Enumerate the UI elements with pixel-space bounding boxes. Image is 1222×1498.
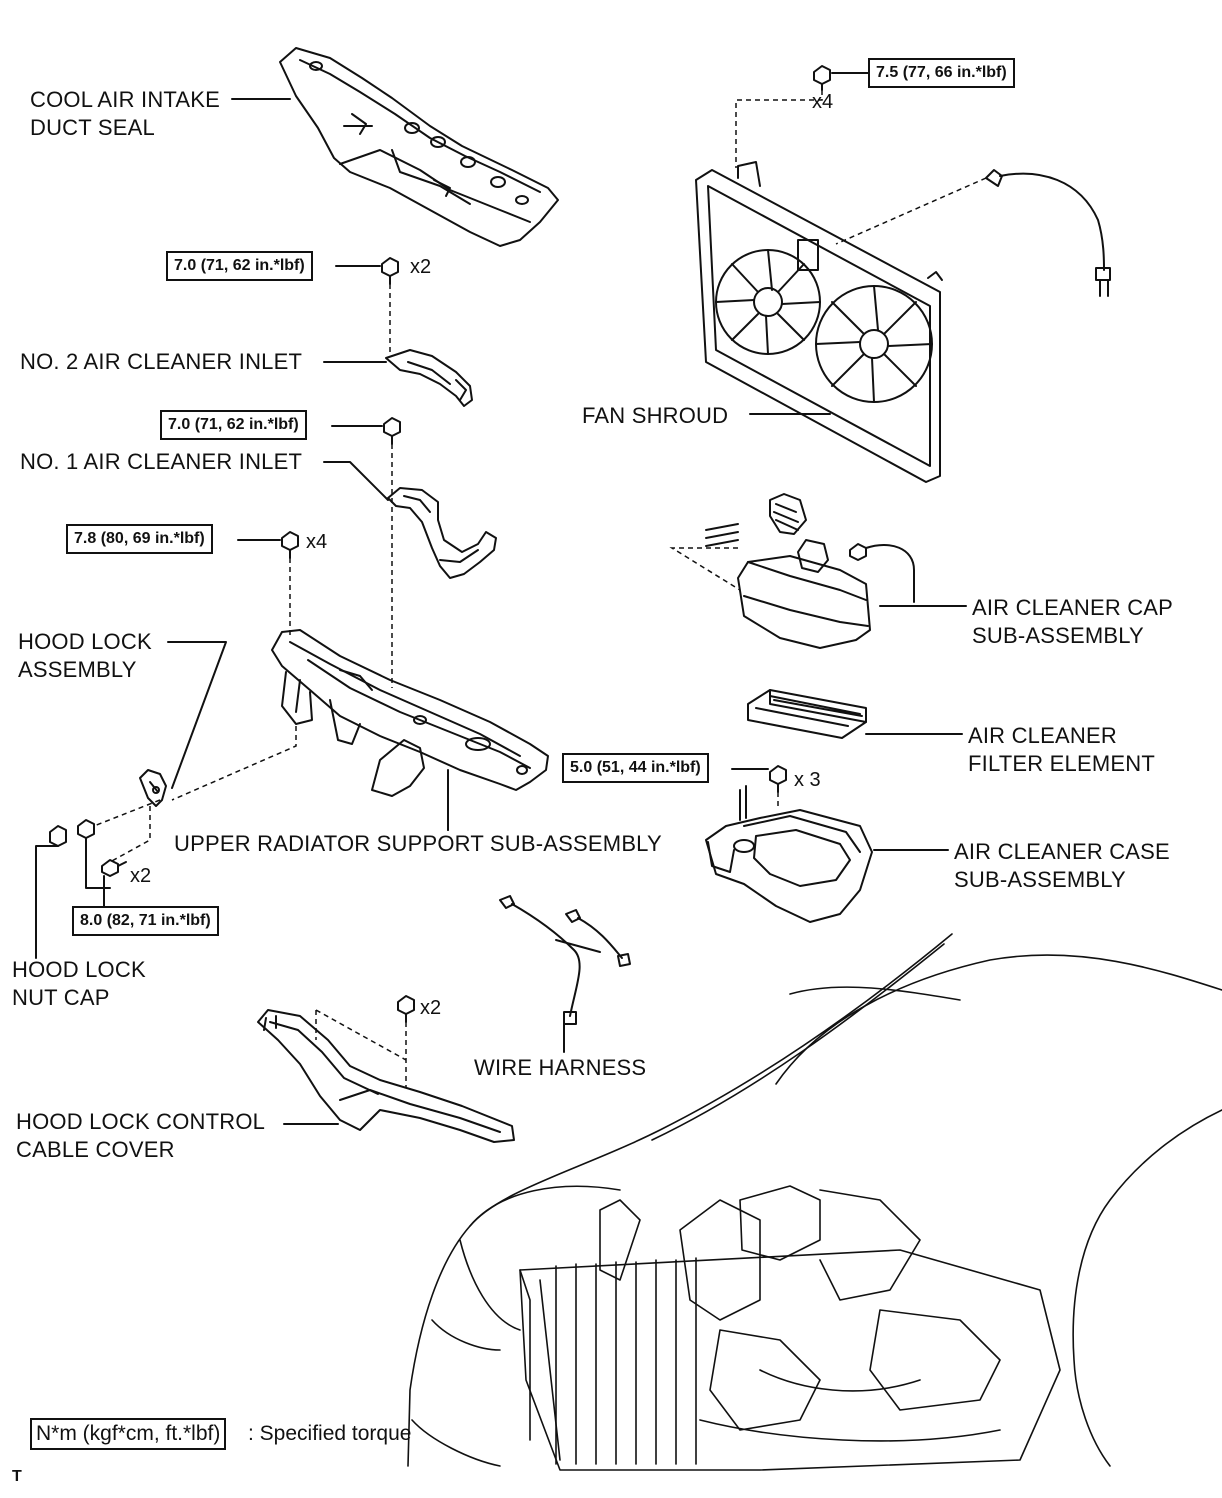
label-no2-air-cleaner-inlet: NO. 2 AIR CLEANER INLET	[20, 349, 303, 374]
wire-harness-part	[499, 895, 631, 1025]
label-hood-lock-nut-cap-line1: HOOD LOCK	[12, 957, 146, 982]
legend-description: : Specified torque	[248, 1422, 412, 1445]
label-fan-shroud: FAN SHROUD	[582, 403, 729, 428]
qty-radiator-support: x4	[306, 531, 328, 553]
label-air-cleaner-cap-line1: AIR CLEANER CAP	[972, 595, 1174, 620]
label-hood-lock-control-cable-cover-line1: HOOD LOCK CONTROL	[16, 1109, 266, 1134]
hood-lock-bolt-part	[101, 859, 127, 877]
no2-inlet-bolt-part	[381, 257, 399, 285]
fan-shroud-part	[695, 161, 943, 483]
torque-no1-inlet-bolt: 7.0 (71, 62 in.*lbf)	[160, 410, 307, 440]
torque-radiator-support-bolt: 7.8 (80, 69 in.*lbf)	[66, 524, 213, 554]
torque-fan-shroud-bolt: 7.5 (77, 66 in.*lbf)	[868, 58, 1015, 88]
upper-radiator-support-part	[271, 629, 549, 797]
label-air-cleaner-filter-line1: AIR CLEANER	[968, 723, 1117, 748]
label-cool-air-intake-duct-seal-line2: DUCT SEAL	[30, 115, 155, 140]
hood-lock-control-cable-cover-part	[257, 1009, 515, 1143]
label-air-cleaner-filter-line2: FILTER ELEMENT	[968, 751, 1155, 776]
fan-shroud-wire-part	[985, 169, 1111, 297]
label-hood-lock-assembly-line1: HOOD LOCK	[18, 629, 152, 654]
label-hood-lock-assembly-line2: ASSEMBLY	[18, 657, 137, 682]
air-cleaner-filter-element-part	[747, 689, 867, 739]
label-air-cleaner-case-line2: SUB-ASSEMBLY	[954, 867, 1126, 892]
cable-cover-bolt-part	[397, 995, 415, 1023]
hood-lock-nut-cap-part	[49, 825, 67, 847]
qty-cable-cover: x2	[420, 997, 442, 1019]
qty-hood-lock: x2	[130, 865, 152, 887]
label-cool-air-intake-duct-seal-line1: COOL AIR INTAKE	[30, 87, 221, 112]
qty-no2-inlet: x2	[410, 256, 432, 278]
torque-air-cleaner-case-bolt: 5.0 (51, 44 in.*lbf)	[562, 753, 709, 783]
label-hood-lock-nut-cap-line2: NUT CAP	[12, 985, 110, 1010]
air-cleaner-case-bolt-part	[769, 765, 787, 793]
vehicle-body-outline	[407, 933, 1222, 1471]
qty-fan-shroud: x4	[812, 91, 834, 113]
qty-air-cleaner-case: x 3	[794, 769, 821, 791]
fan-shroud-bolt-part	[813, 65, 831, 91]
no1-inlet-bolt-part	[383, 417, 401, 445]
cool-air-intake-duct-seal-part	[279, 47, 559, 247]
air-cleaner-case-part	[705, 785, 873, 923]
no1-air-cleaner-inlet-part	[387, 487, 497, 579]
label-hood-lock-control-cable-cover-line2: CABLE COVER	[16, 1137, 175, 1162]
hood-lock-nut-part	[77, 819, 95, 839]
torque-no2-inlet-bolt: 7.0 (71, 62 in.*lbf)	[166, 251, 313, 281]
corner-mark: T	[12, 1468, 22, 1485]
hood-lock-assembly-part	[139, 769, 167, 807]
label-air-cleaner-case-line1: AIR CLEANER CASE	[954, 839, 1170, 864]
radiator-support-bolt-part	[281, 531, 299, 559]
torque-hood-lock-bolt: 8.0 (82, 71 in.*lbf)	[72, 906, 219, 936]
air-cleaner-cap-part	[705, 493, 915, 649]
no2-air-cleaner-inlet-part	[385, 349, 473, 407]
label-air-cleaner-cap-line2: SUB-ASSEMBLY	[972, 623, 1144, 648]
label-no1-air-cleaner-inlet: NO. 1 AIR CLEANER INLET	[20, 449, 303, 474]
label-wire-harness: WIRE HARNESS	[474, 1055, 647, 1080]
label-upper-radiator-support: UPPER RADIATOR SUPPORT SUB-ASSEMBLY	[174, 831, 662, 856]
legend-unit-box: N*m (kgf*cm, ft.*lbf)	[30, 1418, 227, 1450]
